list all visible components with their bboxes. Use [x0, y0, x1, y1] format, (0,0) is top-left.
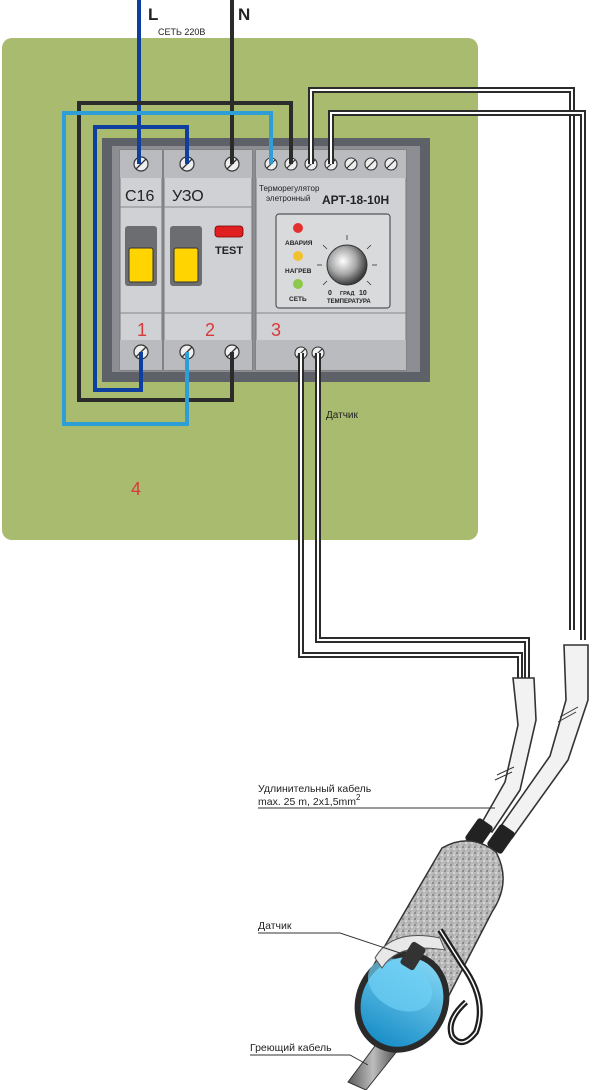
knob-caption: ТЕМПЕРАТУРА: [327, 299, 371, 305]
led-heat: [293, 251, 303, 261]
wire-rcd-phase-out: [62, 111, 273, 426]
knob-unit-label: ГРАД: [340, 291, 354, 297]
rcd-label: УЗО: [172, 188, 204, 205]
rcd-toggle: [173, 247, 199, 283]
led-power-label: СЕТЬ: [289, 296, 307, 303]
rcd-number: 2: [205, 320, 215, 340]
rcd-test-label: TEST: [215, 245, 243, 257]
heating-cable-label: Греющий кабель: [250, 1042, 332, 1054]
wire-breaker-to-rcd: [93, 125, 189, 392]
led-alarm-label: АВАРИЯ: [285, 240, 313, 247]
pipe-sensor: [400, 941, 426, 971]
callout-lines: [250, 807, 495, 1066]
rcd-test-button: [214, 225, 244, 238]
led-alarm: [293, 223, 303, 233]
knob-max-label: 10: [359, 290, 367, 297]
extension-cable-label: Удлинительный кабель: [258, 783, 372, 795]
breaker-toggle: [128, 247, 154, 283]
sensor-label-panel: Датчик: [326, 410, 358, 421]
breaker-label: С16: [125, 188, 154, 205]
pipe-sensor-label: Датчик: [258, 920, 292, 932]
breaker-number: 1: [137, 320, 147, 340]
thermostat-title-line2: элетронный: [266, 194, 310, 203]
callout-line-heating: [250, 1054, 369, 1066]
extension-cables: [465, 644, 589, 854]
wire-rcd-neutral-out: [77, 101, 293, 402]
thermostat-number: 3: [271, 320, 281, 340]
extension-cable-spec: max. 25 m, 2x1,5mm2: [258, 793, 361, 808]
rcd-module: [163, 149, 253, 371]
neutral-label: N: [238, 5, 250, 24]
knob-min-label: 0: [328, 290, 332, 297]
led-power: [293, 279, 303, 289]
thermostat-title-line1: Терморегулятор: [259, 184, 320, 193]
panel-number: 4: [131, 479, 141, 499]
temperature-knob: [326, 244, 368, 286]
led-heat-label: НАГРЕВ: [285, 268, 312, 275]
callout-line-sensor: [258, 932, 413, 958]
insulated-pipe: [347, 840, 504, 1090]
network-label: СЕТЬ 220В: [158, 27, 205, 37]
wires: [62, 0, 586, 680]
thermostat-model: АРТ-18-10Н: [322, 193, 389, 207]
phase-label: L: [148, 5, 158, 24]
